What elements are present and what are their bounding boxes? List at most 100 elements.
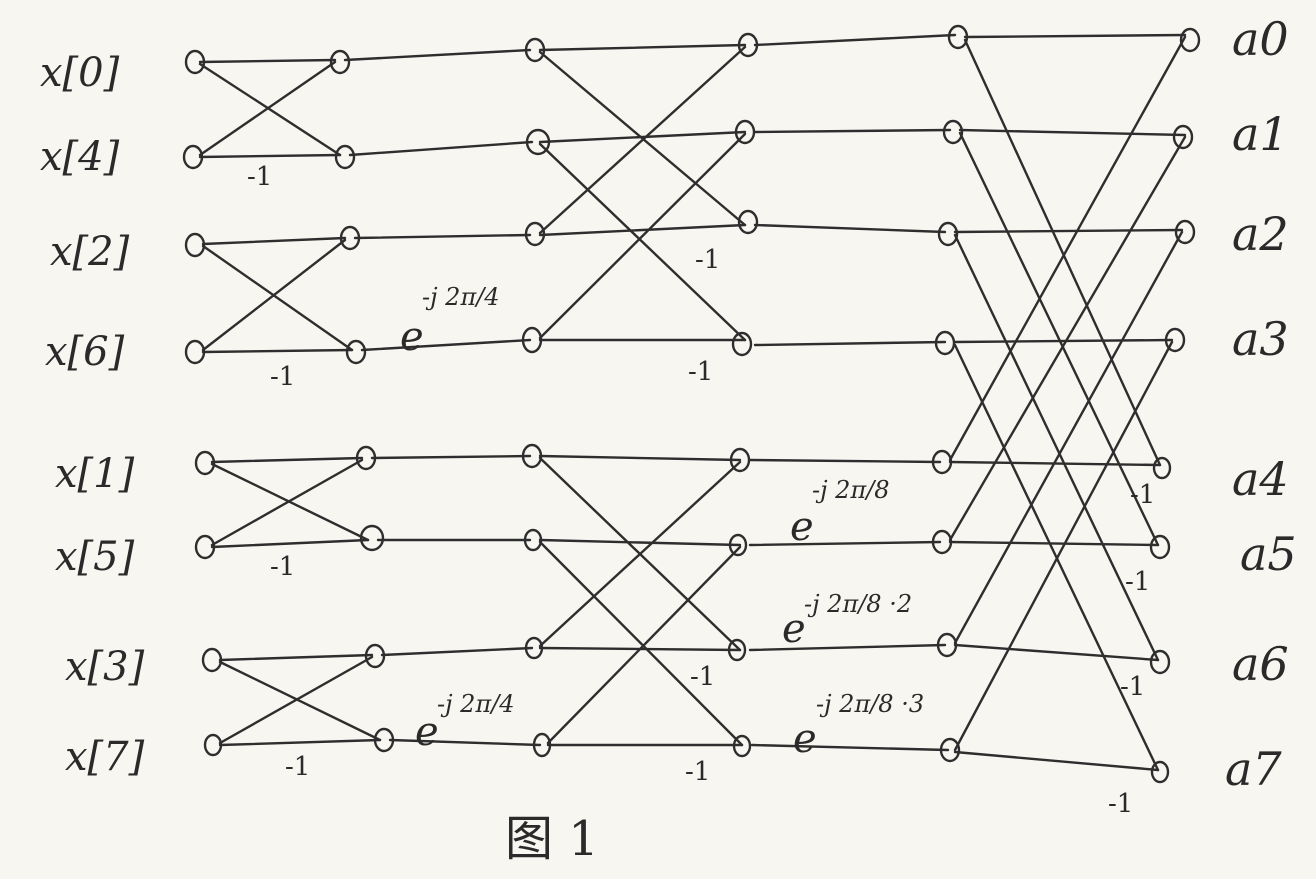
wire: [538, 454, 742, 462]
node: [524, 221, 546, 247]
wire: [753, 33, 957, 47]
node: [947, 24, 969, 50]
wire: [753, 128, 952, 134]
twiddle-base: e: [793, 716, 817, 762]
output-label-6: a6: [1232, 637, 1289, 691]
twiddle-exponent: -j 2π/8 ·3: [816, 690, 924, 718]
node: [182, 144, 204, 170]
node: [334, 144, 356, 170]
node: [364, 643, 386, 669]
node: [184, 49, 206, 75]
wire: [538, 460, 742, 648]
node: [1150, 760, 1170, 784]
wire: [198, 60, 337, 157]
twiddle-factors: e -j 2π/4 e -j 2π/4 e -j 2π/8 e -j 2π/8 …: [400, 283, 924, 762]
input-labels: x[0] x[4] x[2] x[6] x[1] x[5] x[3] x[7]: [40, 50, 145, 780]
wire: [210, 456, 364, 464]
minus-one-label: -1: [695, 245, 720, 275]
node: [345, 339, 367, 365]
node: [1152, 456, 1172, 480]
wire: [210, 538, 370, 549]
minus-one-label: -1: [1130, 480, 1155, 510]
nodes: [182, 24, 1201, 784]
twiddle-base: e: [790, 504, 814, 550]
node: [727, 638, 747, 662]
wire: [370, 454, 532, 460]
node: [936, 632, 958, 658]
output-label-3: a3: [1232, 312, 1289, 366]
output-label-2: a2: [1232, 207, 1289, 261]
node: [521, 326, 543, 354]
twiddle-exponent: -j 2π/4: [437, 690, 515, 718]
node: [734, 119, 756, 145]
node: [359, 524, 385, 552]
minus-one-label: -1: [1108, 789, 1133, 819]
wire: [948, 35, 1187, 462]
node: [329, 49, 351, 75]
input-label-7: x[7]: [65, 734, 145, 780]
node: [732, 734, 752, 758]
wire: [198, 62, 342, 157]
node: [339, 225, 361, 251]
stage-1-wires: [198, 58, 382, 747]
node: [934, 330, 956, 356]
node: [184, 232, 206, 258]
node: [521, 443, 543, 469]
minus-one-label: -1: [690, 662, 715, 692]
input-label-6: x[3]: [65, 644, 145, 690]
twiddle-w8-3: e -j 2π/8 ·3: [793, 690, 924, 762]
wire: [753, 223, 947, 234]
input-label-2: x[2]: [50, 229, 130, 275]
wire: [953, 233, 1160, 662]
node: [942, 119, 964, 145]
stage-2-to-3-links: [748, 33, 957, 752]
wire: [198, 58, 337, 64]
wire: [953, 340, 1174, 752]
wire: [538, 540, 744, 747]
wire: [948, 540, 1160, 547]
node: [1172, 124, 1194, 150]
node: [1179, 27, 1201, 53]
output-label-5: a5: [1240, 527, 1297, 581]
wire: [953, 338, 1174, 344]
twiddle-exponent: -j 2π/8 ·2: [804, 590, 912, 618]
twiddle-base: e: [415, 709, 439, 755]
wire: [353, 233, 532, 240]
twiddle-base: e: [782, 606, 806, 652]
wire: [198, 153, 342, 159]
twiddle-w4-top: e -j 2π/4: [400, 283, 500, 360]
twiddle-base: e: [400, 314, 424, 360]
wire: [380, 646, 534, 657]
node: [937, 221, 959, 247]
minus-one-label: -1: [1120, 672, 1145, 702]
wire: [963, 33, 1187, 39]
wire: [210, 458, 364, 547]
wire: [538, 45, 747, 235]
node: [194, 534, 216, 560]
output-label-1: a1: [1232, 107, 1289, 161]
wire: [546, 545, 742, 745]
wire: [748, 540, 942, 547]
node: [532, 732, 552, 758]
twiddle-w8-1: e -j 2π/8: [790, 476, 890, 550]
stage-3-wires: [948, 33, 1187, 772]
wire: [748, 643, 947, 652]
node: [524, 636, 544, 660]
node: [931, 529, 953, 555]
node: [355, 445, 377, 471]
minus-one-labels: -1 -1 -1 -1 -1 -1 -1 -1 -1 -1 -1 -1: [247, 162, 1155, 819]
node: [728, 533, 748, 557]
node: [729, 447, 751, 473]
node: [1149, 534, 1171, 560]
wire: [218, 660, 382, 742]
wire: [218, 655, 374, 745]
stage-2-wires: [538, 43, 747, 747]
figure-caption: 图 1: [505, 811, 599, 867]
wire: [201, 238, 347, 352]
node: [524, 37, 546, 63]
wire: [218, 653, 374, 662]
wire: [201, 348, 354, 354]
minus-one-label: -1: [285, 752, 310, 782]
